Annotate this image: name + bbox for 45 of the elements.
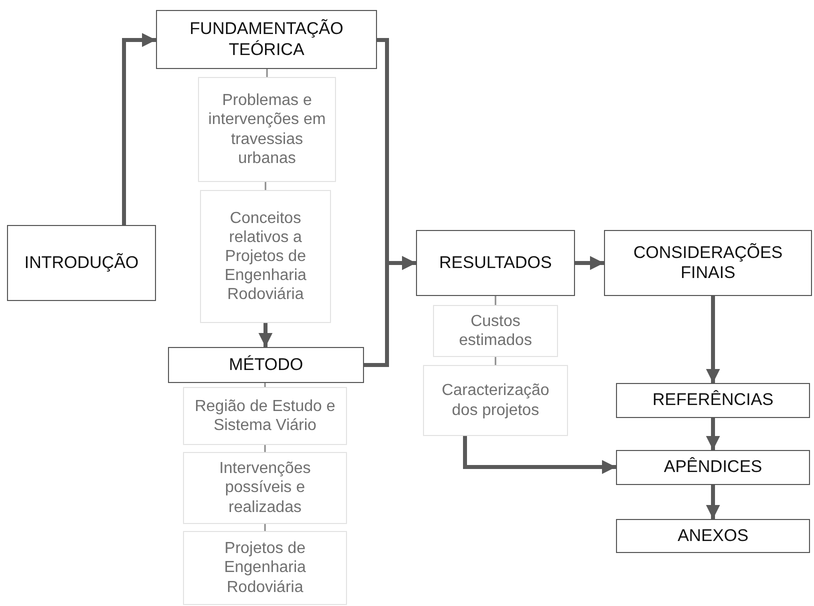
section-box [604, 230, 812, 296]
arrow [364, 256, 416, 367]
connector-line [494, 296, 496, 305]
arrow [463, 436, 616, 474]
section-title: REFERÊNCIAS [652, 390, 774, 411]
section-box [7, 225, 156, 301]
subsection-box [433, 305, 558, 357]
subsection-box [423, 365, 568, 436]
connector-line [264, 182, 266, 190]
section-title: Projetos de Engenharia Rodoviária [223, 539, 307, 597]
connector-line [264, 445, 266, 452]
arrow [575, 256, 604, 270]
subsection-box [183, 387, 347, 445]
section-title: APÊNDICES [662, 457, 764, 478]
section-box [616, 383, 810, 418]
section-box [168, 347, 364, 383]
section-title: Caracterização dos projetos [440, 381, 550, 420]
section-title: Custos estimados [458, 312, 533, 350]
section-title: CONSIDERAÇÕES FINAIS [632, 242, 784, 284]
section-title: RESULTADOS [438, 252, 553, 274]
arrow [258, 323, 272, 347]
section-title: Problemas e intervenções em travessias urbanas [207, 91, 327, 168]
section-box [156, 10, 377, 69]
connector-line [264, 524, 266, 531]
connector-line [266, 69, 268, 77]
subsection-box [200, 190, 331, 323]
connector-line [264, 383, 266, 387]
arrow [122, 33, 156, 225]
arrow [706, 296, 720, 383]
section-box [616, 519, 810, 553]
arrow [706, 418, 720, 450]
section-title: MÉTODO [228, 354, 304, 376]
section-box [416, 230, 575, 296]
section-title: Conceitos relativos a Projetos de Engenharia Rodoviária [224, 208, 308, 304]
section-title: Intervenções possíveis e realizadas [218, 459, 312, 517]
section-box [616, 450, 810, 485]
section-title: ANEXOS [676, 526, 750, 546]
connector-line [494, 357, 496, 365]
arrow [706, 485, 720, 519]
subsection-box [198, 77, 336, 182]
subsection-box [183, 452, 347, 524]
section-title: INTRODUÇÃO [23, 252, 140, 274]
section-title: FUNDAMENTAÇÃO TEÓRICA [188, 19, 344, 60]
section-title: Região de Estudo e Sistema Viário [194, 396, 336, 436]
subsection-box [183, 531, 347, 605]
